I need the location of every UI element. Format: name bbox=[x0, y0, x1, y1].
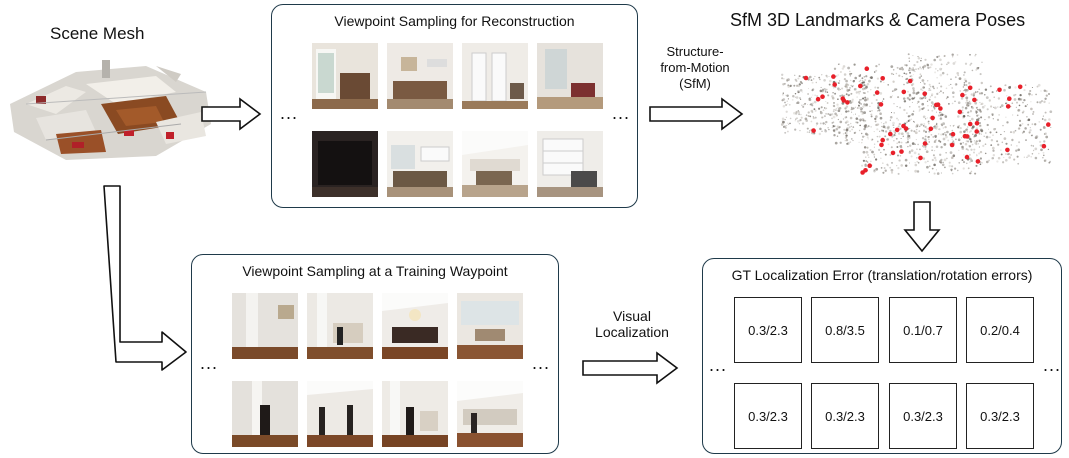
scene-mesh-icon bbox=[6, 52, 221, 164]
error-cell: 0.3/2.3 bbox=[811, 383, 879, 449]
ellipsis-left: ... bbox=[280, 103, 299, 123]
arrow-right-icon bbox=[200, 96, 262, 132]
point-cloud-icon bbox=[772, 44, 1062, 204]
room-photo-thumbnail bbox=[307, 293, 373, 359]
arrow-right-icon bbox=[581, 350, 679, 386]
error-cell: 0.3/2.3 bbox=[966, 383, 1034, 449]
room-photo-thumbnail bbox=[312, 131, 378, 197]
arrow-down-icon bbox=[902, 200, 942, 254]
room-photo-thumbnail bbox=[462, 43, 528, 109]
error-cell: 0.8/3.5 bbox=[811, 297, 879, 363]
ellipsis-right: ... bbox=[1043, 355, 1062, 375]
room-photo-thumbnail bbox=[387, 131, 453, 197]
room-photo-thumbnail bbox=[462, 131, 528, 197]
visual-localization-label: Visual Localization bbox=[578, 308, 686, 340]
room-photo-thumbnail bbox=[382, 381, 448, 447]
training-waypoint-panel: Viewpoint Sampling at a Training Waypoin… bbox=[191, 254, 559, 454]
bent-arrow-icon bbox=[98, 184, 190, 374]
room-photo-thumbnail bbox=[382, 293, 448, 359]
vl-label-line: Localization bbox=[595, 324, 669, 340]
ellipsis-left: ... bbox=[709, 355, 728, 375]
ellipsis-right: ... bbox=[532, 353, 551, 373]
error-cell: 0.3/2.3 bbox=[889, 383, 957, 449]
error-cell: 0.1/0.7 bbox=[889, 297, 957, 363]
gt-panel-title: GT Localization Error (translation/rotat… bbox=[731, 267, 1033, 283]
room-photo-thumbnail bbox=[312, 43, 378, 109]
room-photo-thumbnail bbox=[232, 381, 298, 447]
room-photo-thumbnail bbox=[457, 381, 523, 447]
sfm-label-line: Structure- bbox=[666, 44, 724, 59]
sfm-title: SfM 3D Landmarks & Camera Poses bbox=[730, 10, 1026, 30]
arrow-right-icon bbox=[648, 96, 744, 132]
gt-localization-error-panel: GT Localization Error (translation/rotat… bbox=[702, 258, 1062, 454]
reconstruction-panel: Viewpoint Sampling for Reconstruction ..… bbox=[271, 4, 638, 208]
error-cell: 0.3/2.3 bbox=[734, 383, 802, 449]
sfm-arrow-label: Structure- from-Motion (SfM) bbox=[640, 44, 750, 92]
room-photo-thumbnail bbox=[387, 43, 453, 109]
scene-mesh-title: Scene Mesh bbox=[50, 24, 145, 43]
room-photo-thumbnail bbox=[307, 381, 373, 447]
sfm-label-line: from-Motion bbox=[660, 60, 730, 75]
ellipsis-left: ... bbox=[200, 353, 219, 373]
error-cell: 0.3/2.3 bbox=[734, 297, 802, 363]
room-photo-thumbnail bbox=[232, 293, 298, 359]
vl-label-line: Visual bbox=[613, 308, 651, 324]
reconstruction-panel-title: Viewpoint Sampling for Reconstruction bbox=[334, 13, 575, 29]
error-cell: 0.2/0.4 bbox=[966, 297, 1034, 363]
ellipsis-right: ... bbox=[612, 103, 631, 123]
room-photo-thumbnail bbox=[537, 131, 603, 197]
sfm-label-line: (SfM) bbox=[679, 76, 711, 91]
room-photo-thumbnail bbox=[457, 293, 523, 359]
room-photo-thumbnail bbox=[537, 43, 603, 109]
training-panel-title: Viewpoint Sampling at a Training Waypoin… bbox=[242, 263, 508, 279]
